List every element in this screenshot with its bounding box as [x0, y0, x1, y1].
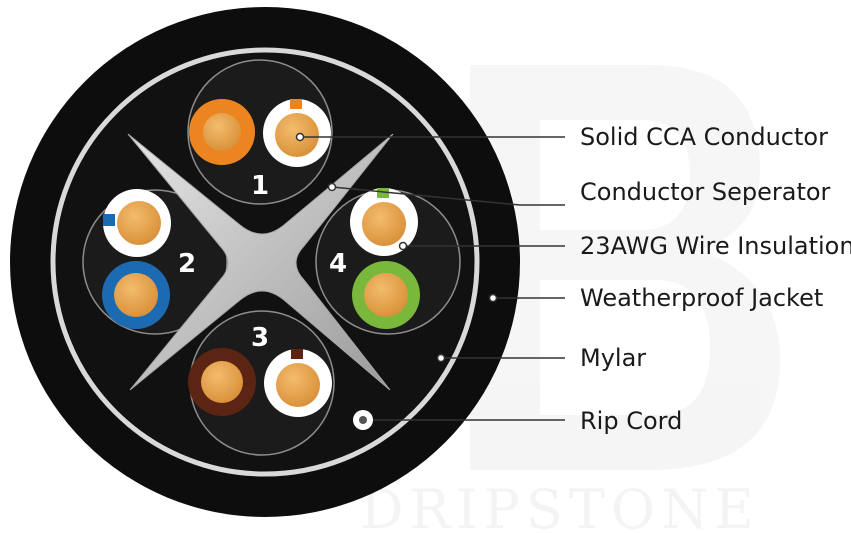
- pair-1-number: 1: [251, 171, 269, 201]
- leader-dot: [436, 353, 446, 363]
- label-rip-cord: Rip Cord: [580, 407, 682, 435]
- conductor-core: [114, 273, 158, 317]
- leader-dot: [327, 182, 337, 192]
- brand-watermark-logo: DRIPSTONE: [360, 65, 780, 533]
- green-stripe-mark: [377, 188, 389, 198]
- label-conductor-separator: Conductor Seperator: [580, 178, 831, 206]
- blue-stripe-mark: [103, 214, 115, 226]
- separator-cross: [127, 133, 394, 391]
- conductor-core: [117, 201, 161, 245]
- label-solid-cca-conductor: Solid CCA Conductor: [580, 123, 828, 151]
- conductor-core: [276, 363, 320, 407]
- pair-2-number: 2: [178, 249, 196, 279]
- leader-dot: [398, 241, 408, 251]
- pair-3-number: 3: [251, 323, 269, 353]
- rip-cord: [353, 410, 373, 430]
- conductor-core: [203, 113, 241, 151]
- conductor-separator: [127, 133, 394, 391]
- leader-dot: [488, 293, 498, 303]
- label-weatherproof-jacket: Weatherproof Jacket: [580, 284, 823, 312]
- watermark-b-shape: [470, 65, 780, 470]
- conductor-core: [362, 202, 406, 246]
- leader-dot: [295, 132, 305, 142]
- orange-stripe-mark: [290, 99, 302, 109]
- mylar-layer: [50, 47, 480, 477]
- pair-2-wires: [102, 189, 171, 329]
- brown-stripe-mark: [291, 349, 303, 359]
- pair-1-group: [187, 59, 333, 205]
- pair-3-wires: [188, 348, 332, 417]
- label-wire-insulation: 23AWG Wire Insulation: [580, 232, 851, 260]
- rip-cord-center: [359, 416, 367, 424]
- conductor-core: [201, 361, 243, 403]
- callout-leaders: [300, 136, 565, 421]
- leader-conductor-separator: [331, 186, 565, 206]
- callout-dots: [295, 132, 498, 363]
- brand-wordmark: DRIPSTONE: [360, 478, 760, 533]
- pair-1-wires: [189, 99, 331, 167]
- conductor-core: [364, 273, 408, 317]
- pair-4-number: 4: [329, 249, 347, 279]
- label-mylar: Mylar: [580, 344, 646, 372]
- pair-4-wires: [350, 188, 420, 329]
